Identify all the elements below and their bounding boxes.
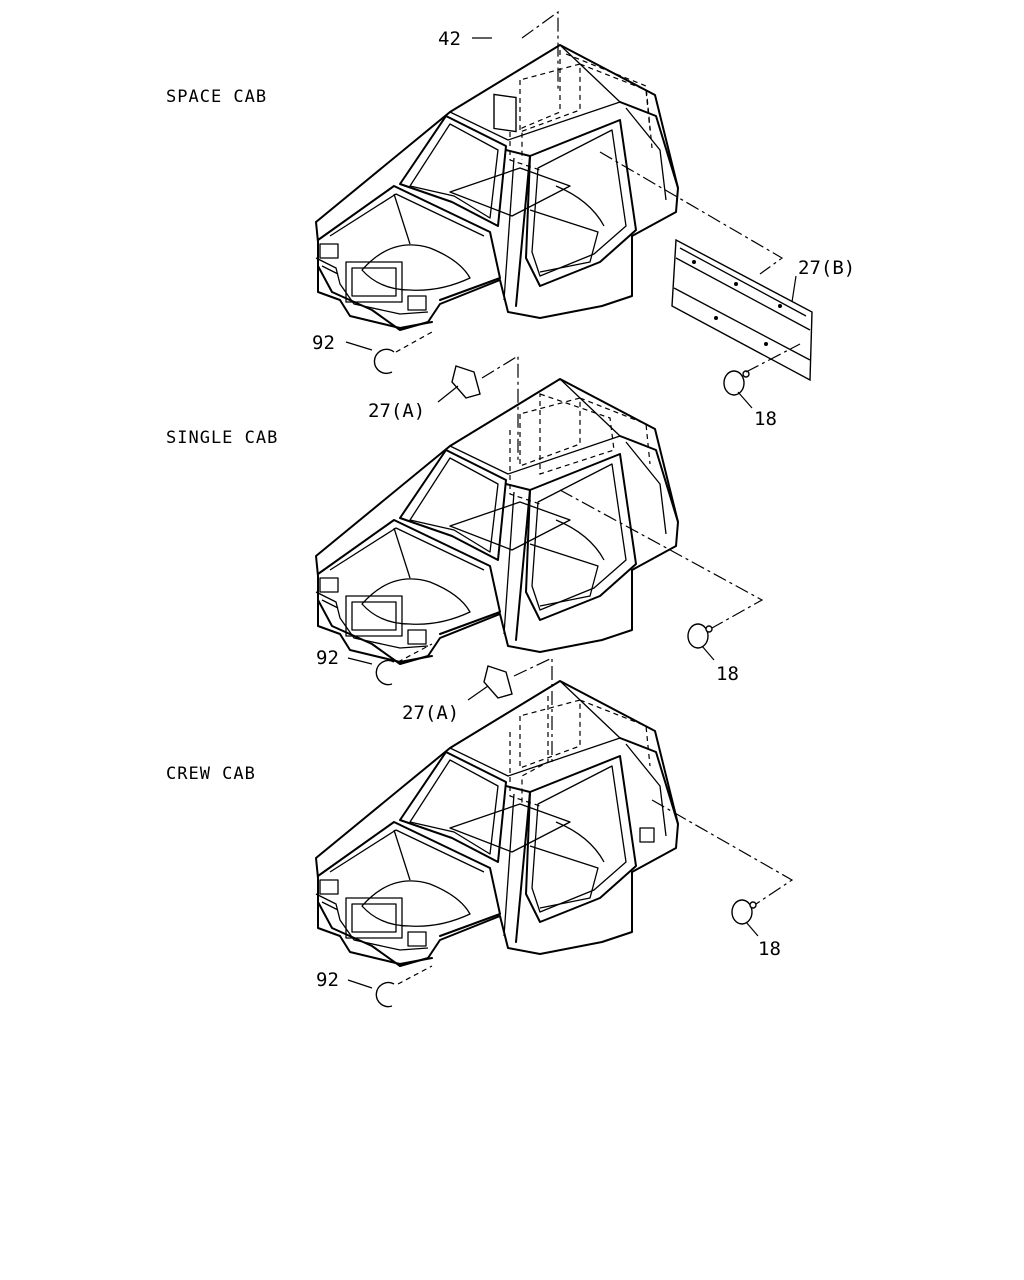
callout-27a-single: 27(A) [368,400,425,422]
part-18-clip-single: 18 [559,489,764,685]
callout-92-space: 92 [312,332,335,354]
callout-27b: 27(B) [798,257,855,279]
callout-92-crew: 92 [316,969,339,991]
callout-42: 42 [438,28,461,50]
part-18-clip-crew: 18 [651,799,794,960]
callout-18-crew: 18 [758,938,781,960]
part-92-seal-single: 92 [316,643,433,686]
part-18-clip-space: 18 [723,343,801,430]
callout-92-single: 92 [316,647,339,669]
part-27a-cap-single: 27(A) [368,354,519,460]
section-title-crew-cab: CREW CAB [166,764,256,784]
section-title-single-cab: SINGLE CAB [166,428,278,448]
callout-18-single: 18 [716,663,739,685]
part-92-seal-crew: 92 [316,965,433,1008]
part-92-seal-space: 92 [312,331,433,375]
part-42-label-plate: 42 [438,10,559,133]
crew-cab-body [315,680,679,967]
part-27b-rear-panel: 27(B) [599,151,855,382]
space-cab-body [315,44,679,331]
part-27a-cap-crew: 27(A) [402,657,553,764]
callout-18-space: 18 [754,408,777,430]
section-title-space-cab: SPACE CAB [166,87,267,107]
callout-27a-crew: 27(A) [402,702,459,724]
single-cab-body [315,378,679,665]
